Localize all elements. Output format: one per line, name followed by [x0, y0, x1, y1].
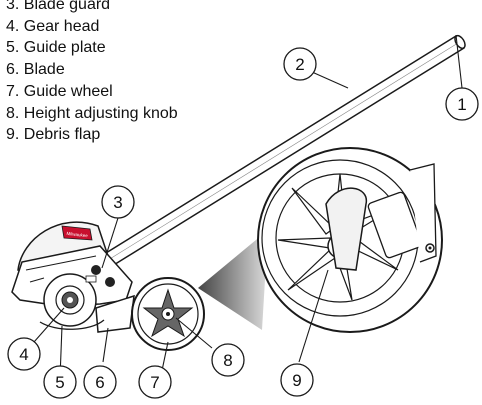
svg-text:7: 7 — [150, 373, 159, 392]
svg-text:2: 2 — [295, 55, 304, 74]
callout-4: 4 — [7, 337, 41, 371]
callout-7: 7 — [138, 365, 172, 399]
legend-item-debris-flap: 9. Debris flap — [6, 126, 101, 144]
parts-legend: 3. Blade guard 4. Gear head 5. Guide pla… — [6, 0, 178, 146]
callout-2: 2 — [283, 47, 317, 81]
legend-item-blade-guard: 3. Blade guard — [6, 0, 111, 13]
height-adjust-mount — [85, 265, 115, 287]
callout-5: 5 — [43, 365, 77, 399]
callout-9: 9 — [280, 363, 314, 397]
guide-wheel — [131, 277, 205, 351]
debris-flap — [325, 187, 367, 271]
callout-3: 3 — [101, 185, 135, 219]
brand-badge — [61, 225, 93, 241]
legend-item-gear-head: 4. Gear head — [6, 17, 100, 35]
svg-text:8: 8 — [223, 351, 232, 370]
svg-text:6: 6 — [95, 373, 104, 392]
callout-6: 6 — [83, 365, 117, 399]
svg-text:9: 9 — [292, 371, 301, 390]
svg-text:1: 1 — [457, 95, 466, 114]
legend-item-blade: 6. Blade — [6, 61, 65, 79]
legend-item-guide-wheel: 7. Guide wheel — [6, 82, 113, 100]
brand-label: Milwaukee — [66, 231, 88, 238]
svg-text:5: 5 — [55, 373, 64, 392]
svg-text:3: 3 — [113, 193, 122, 212]
gear-head — [43, 273, 97, 327]
callout-8: 8 — [211, 343, 245, 377]
blade — [39, 319, 105, 330]
callout-1: 1 — [445, 87, 479, 121]
legend-item-height-knob: 8. Height adjusting knob — [6, 104, 178, 122]
housing-detail — [25, 255, 97, 283]
magnified-view — [257, 147, 443, 333]
legend-item-guide-plate: 5. Guide plate — [6, 39, 106, 57]
magnifier-shadow — [198, 230, 268, 330]
svg-text:4: 4 — [19, 345, 28, 364]
